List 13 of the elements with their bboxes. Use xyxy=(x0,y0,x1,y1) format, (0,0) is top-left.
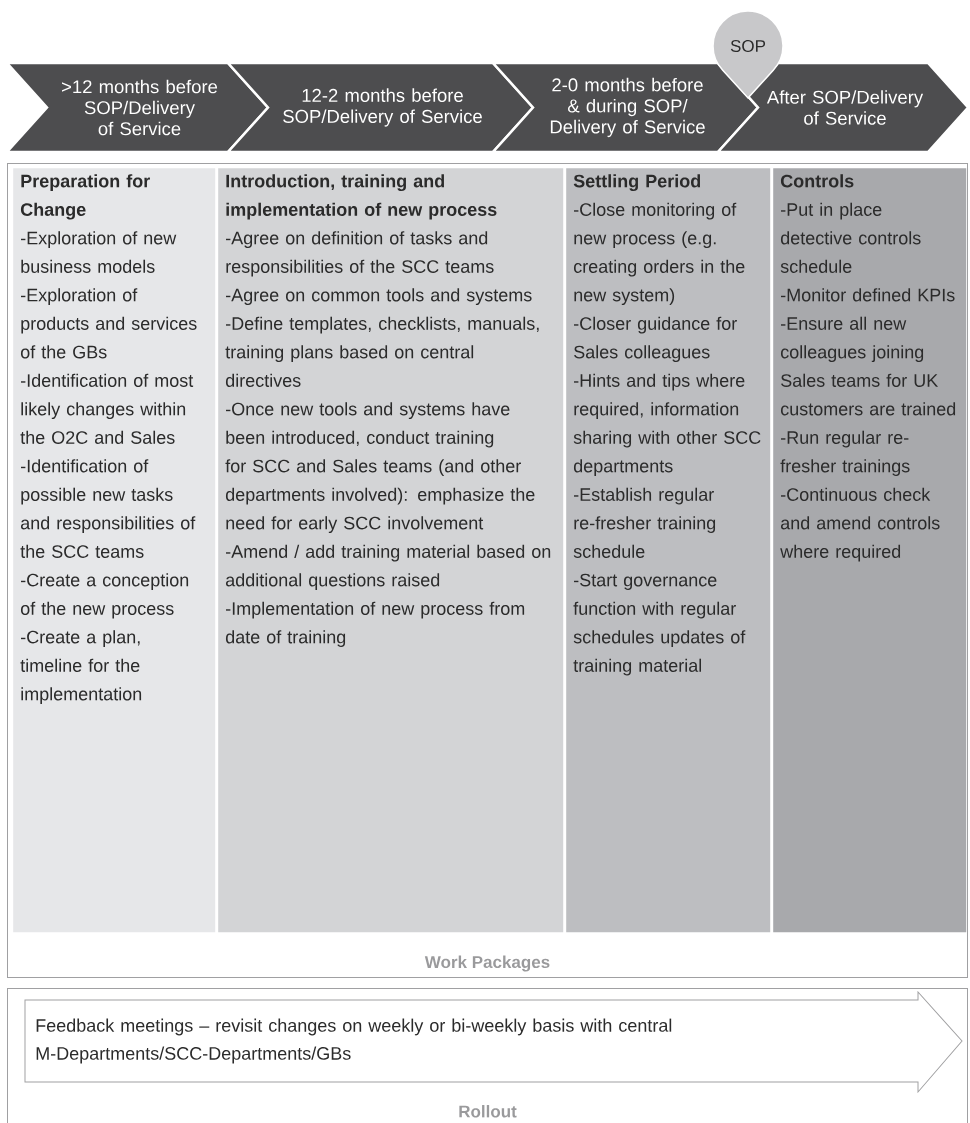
work-package-column: Settling Period -Close monitoring of new process (e.g. creating orders in the new system) -Closer guidance for Sales colleagues -Hints and tips where required, information sharing with other SCC departments -Establish regular re-fresher training schedule -Start governance function with regular schedules updates of training material xyxy=(566,168,771,933)
work-package-column: Preparation for Change -Exploration of new business models -Exploration of products and services of the GBs -Identification of most likely changes within the O2C and Sales -Identification of possible new tasks and responsibilities of the SCC teams -Create a conception of the new process -Create a plan, timeline for the implementation xyxy=(13,168,216,933)
node-label: -Closer guidance for Sales colleagues xyxy=(574,316,737,362)
phase-banner: After SOP/Delivery of Service xyxy=(715,61,970,154)
phase-banner: >12 months before SOP/Delivery of Service xyxy=(4,61,270,154)
work-package-column: Controls -Put in place detective controls schedule -Monitor defined KPIs -Ensure all new colleagues joining Sales teams for UK customers are trained -Run regular re-fresher trainings -Continuous check and amend controls where required xyxy=(773,168,967,933)
node-label: -Close monitoring of new process (e.g. creating orders in the new system) xyxy=(573,202,745,305)
node-label: Settling Period xyxy=(573,174,701,192)
node-label: -Establish regular re-fresher training schedule xyxy=(573,487,716,558)
node-label: -Start governance function with regular schedules updates of training material xyxy=(573,573,746,676)
work-package-column: Introduction, training and implementation of new process -Agree on definition of tasks and responsibilities of the SCC teams -Agree on common tools and systems -Define templates, checklists, manuals, training plans based on central directives -Once new tools and systems have been introduced, conduct training for SCC and Sales teams (and other departments involved): emphasize the need for early SCC involvement -Amend / add training material based on additional questions raised -Implementation of new process from date of training xyxy=(218,168,564,933)
phase-banner: 2-0 months before & during SOP/ Delivery of Service xyxy=(490,61,760,154)
node-label: -Hints and tips where required, information sharing with other SCC departments xyxy=(573,373,761,476)
